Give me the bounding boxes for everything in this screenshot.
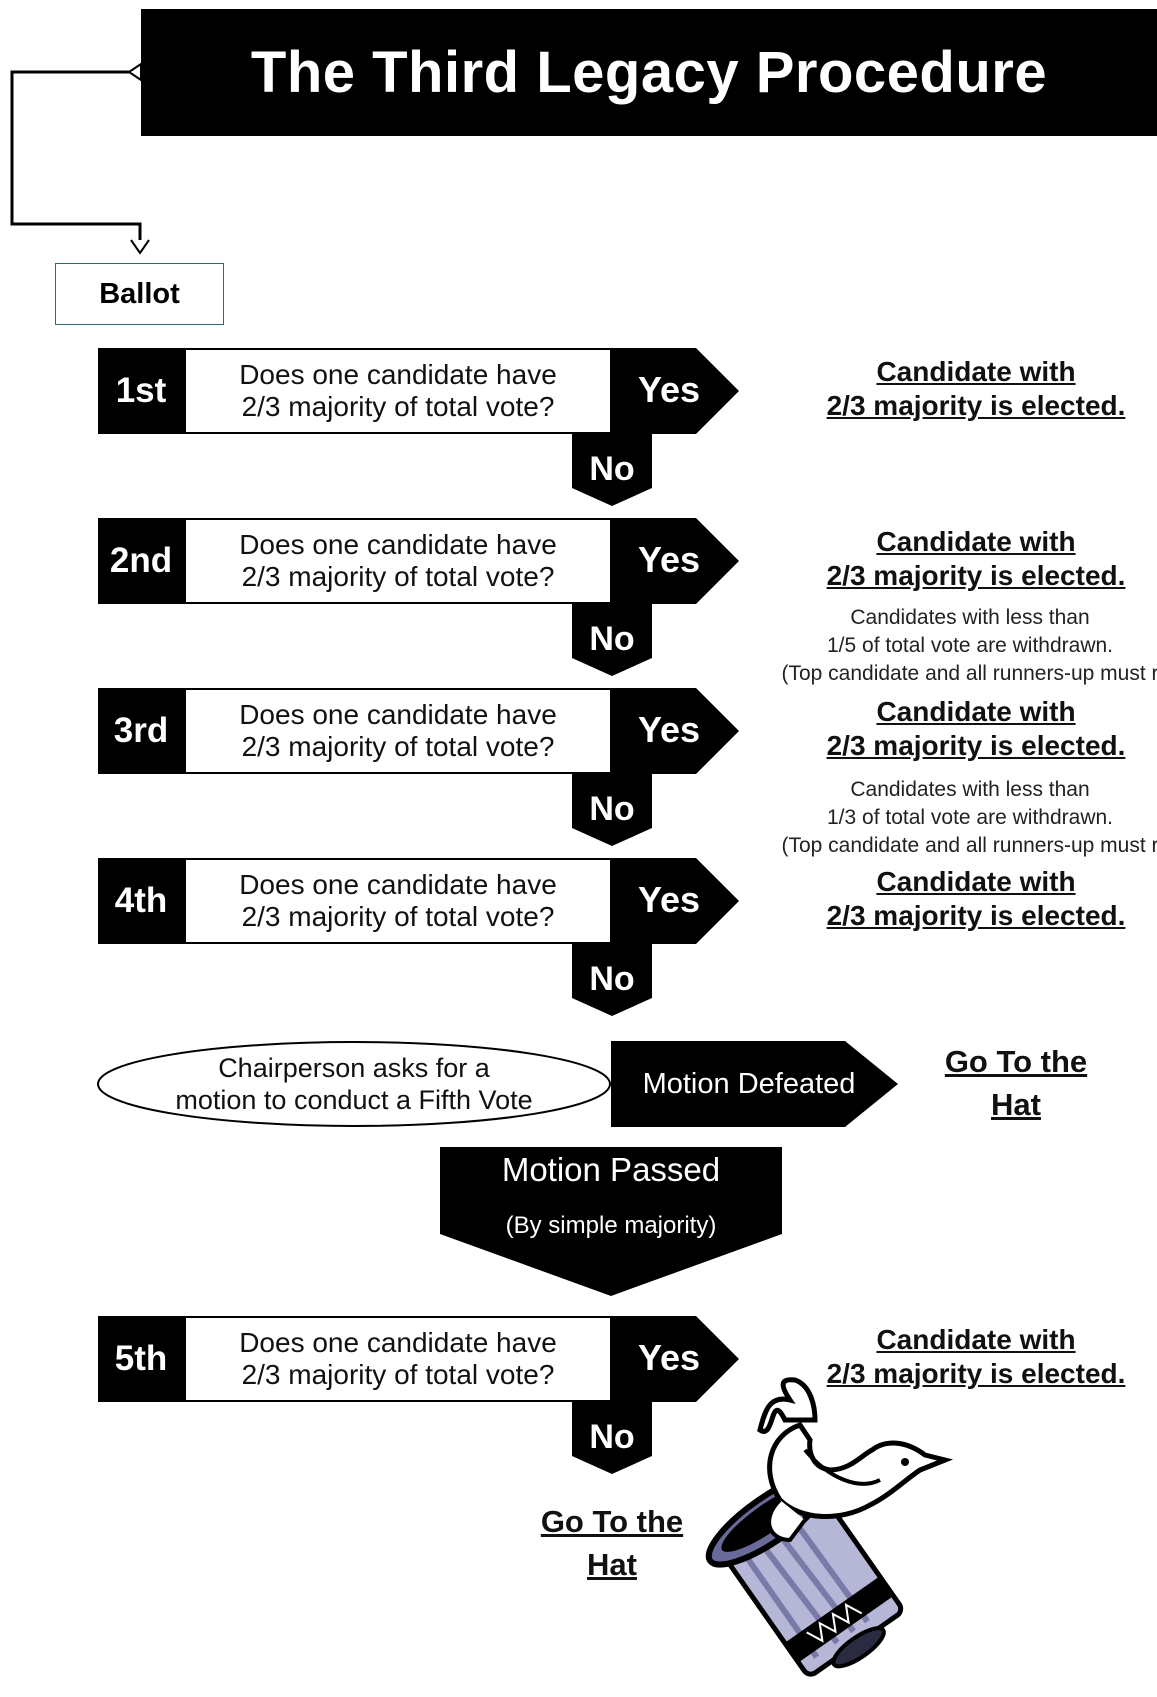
yes-label: Yes — [637, 1337, 701, 1378]
motion-defeated-arrow — [611, 1041, 898, 1127]
question-line: Does one candidate have — [239, 699, 557, 730]
yes-label: Yes — [637, 709, 701, 750]
start-connector — [10, 62, 150, 255]
note-line: 1/5 of total vote are withdrawn. — [827, 634, 1113, 657]
result-line: Candidate with — [876, 866, 1076, 897]
round-1-arrows — [572, 348, 739, 506]
prompt-line: motion to conduct a Fifth Vote — [175, 1085, 533, 1115]
no-label: No — [589, 789, 635, 828]
magic-hat-icon — [705, 1377, 954, 1677]
yes-arrow — [612, 348, 739, 434]
note-line: (Top candidate and all runners-up must r — [781, 662, 1157, 685]
result-line: 2/3 majority is elected. — [826, 730, 1126, 761]
withdrawal-note-1: Candidates with less than 1/5 of total v… — [740, 604, 1157, 688]
round-label-3rd: 3rd — [98, 688, 184, 774]
yes-arrow — [612, 688, 739, 774]
round-label-1st: 1st — [98, 348, 184, 434]
result-line: Candidate with — [876, 526, 1076, 557]
round-5-arrows — [572, 1316, 739, 1474]
result-line: Candidate with — [876, 696, 1076, 727]
no-arrow — [572, 604, 652, 676]
no-arrow — [572, 1402, 652, 1474]
yes-label: Yes — [637, 539, 701, 580]
question-line: 2/3 majority of total vote? — [241, 561, 555, 592]
question-line: 2/3 majority of total vote? — [241, 901, 555, 932]
result-line: 2/3 majority is elected. — [826, 390, 1126, 421]
round-3-arrows — [572, 688, 739, 846]
withdrawal-note-2: Candidates with less than 1/3 of total v… — [740, 776, 1157, 860]
question-line: 2/3 majority of total vote? — [241, 1359, 555, 1390]
note-line: Candidates with less than — [850, 606, 1090, 629]
prompt-line: Chairperson asks for a — [218, 1053, 490, 1083]
dove-icon — [757, 1377, 954, 1543]
hat-line: Go To the — [540, 1504, 684, 1539]
no-arrow — [572, 434, 652, 506]
round-4-arrows — [572, 858, 739, 1016]
hat-line: Go To the — [944, 1044, 1088, 1079]
motion-passed-label: Motion Passed — [501, 1151, 721, 1188]
question-line: Does one candidate have — [239, 359, 557, 390]
result-line: Candidate with — [876, 356, 1076, 387]
note-line: (Top candidate and all runners-up must r — [781, 834, 1157, 857]
round-2-arrows — [572, 518, 739, 676]
result-line: 2/3 majority is elected. — [826, 900, 1126, 931]
ballot-start-box: Ballot — [55, 263, 224, 325]
hat-line: Hat — [991, 1087, 1041, 1122]
note-line: 1/3 of total vote are withdrawn. — [827, 806, 1113, 829]
no-arrow — [572, 774, 652, 846]
no-label: No — [589, 619, 635, 658]
no-label: No — [589, 1417, 635, 1456]
round-label-5th: 5th — [98, 1316, 184, 1402]
question-line: Does one candidate have — [239, 529, 557, 560]
no-label: No — [589, 959, 635, 998]
round-label-2nd: 2nd — [98, 518, 184, 604]
yes-label: Yes — [637, 369, 701, 410]
round-label-4th: 4th — [98, 858, 184, 944]
motion-passed-arrow — [440, 1147, 782, 1296]
yes-arrow — [612, 858, 739, 944]
chairperson-oval — [97, 1041, 611, 1127]
question-line: 2/3 majority of total vote? — [241, 391, 555, 422]
question-line: Does one candidate have — [239, 869, 557, 900]
yes-label: Yes — [637, 879, 701, 920]
yes-arrow — [612, 1316, 739, 1402]
yes-arrow — [612, 518, 739, 604]
result-line: 2/3 majority is elected. — [826, 560, 1126, 591]
result-line: Candidate with — [876, 1324, 1076, 1355]
hat-line: Hat — [587, 1547, 637, 1582]
no-arrow — [572, 944, 652, 1016]
page-title: The Third Legacy Procedure — [250, 40, 1048, 105]
motion-passed-note: (By simple majority) — [505, 1212, 717, 1239]
question-line: 2/3 majority of total vote? — [241, 731, 555, 762]
title-banner: The Third Legacy Procedure — [141, 9, 1157, 136]
question-line: Does one candidate have — [239, 1327, 557, 1358]
motion-defeated-label: Motion Defeated — [642, 1067, 856, 1100]
note-line: Candidates with less than — [850, 778, 1090, 801]
result-line: 2/3 majority is elected. — [826, 1358, 1126, 1389]
no-label: No — [589, 449, 635, 488]
